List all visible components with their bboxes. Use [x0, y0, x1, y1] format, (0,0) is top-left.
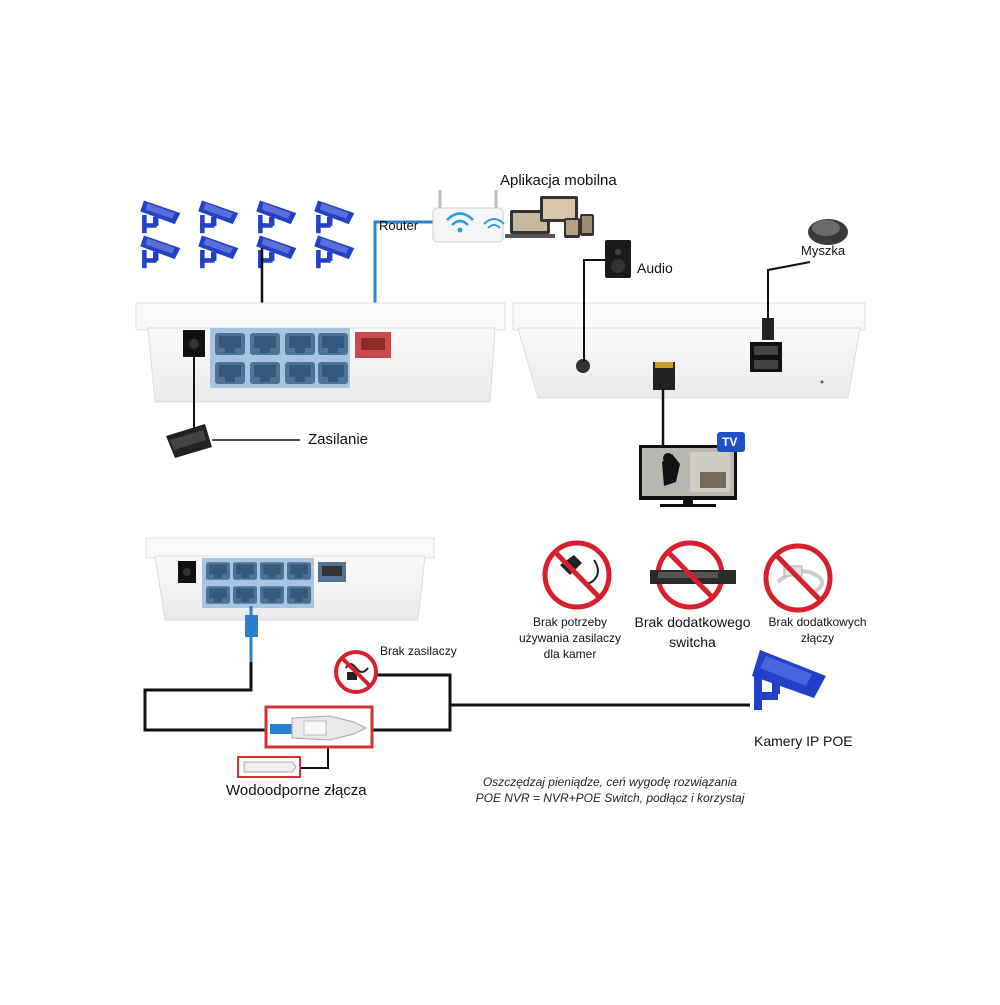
- router-cable: [373, 220, 433, 318]
- power-adapter-icon: [166, 424, 212, 458]
- label-line: złączy: [800, 631, 835, 645]
- nvr-box-rear: [135, 302, 506, 403]
- no-connectors-label: Brak dodatkowych złączy: [755, 614, 880, 646]
- audio-label: Audio: [637, 260, 673, 276]
- wifi-router-icon: [432, 190, 504, 243]
- ip-camera-icon: [140, 200, 181, 234]
- footer-line: Oszczędzaj pieniądze, ceń wygodę rozwiąz…: [482, 775, 738, 789]
- no-adapter-wire: [375, 673, 452, 705]
- ip-camera-icon: [198, 235, 239, 269]
- rj45-plug-blue-icon: [245, 615, 258, 637]
- no-switch-label: Brak dodatkowego switcha: [625, 612, 760, 652]
- label-line: Brak dodatkowego: [634, 614, 751, 630]
- speaker-icon: [605, 240, 631, 278]
- usb-plug-icon: [762, 318, 774, 340]
- connector-small-box: [237, 756, 301, 778]
- nvr-box-bottom: [145, 537, 435, 621]
- no-switch-sign: [650, 540, 736, 610]
- hdmi-plug-icon: [653, 362, 675, 390]
- tv-badge-label: TV: [722, 435, 738, 449]
- ip-camera-icon: [314, 235, 355, 269]
- no-camera-adapters-sign: [542, 540, 612, 610]
- footer-line: POE NVR = NVR+POE Switch, podłącz i korz…: [475, 791, 745, 805]
- power-label: Zasilanie: [308, 431, 369, 448]
- mouse-cable: [767, 261, 811, 320]
- waterproof-label: Wodoodporne złącza: [226, 782, 367, 799]
- audio-port: [576, 359, 590, 373]
- label-line: Brak potrzeby: [532, 615, 608, 629]
- ip-camera-icon: [314, 200, 355, 234]
- no-camera-adapters-label: Brak potrzeby używania zasilaczy dla kam…: [500, 614, 640, 662]
- ip-camera-icon: [256, 200, 297, 234]
- mouse-label: Myszka: [801, 243, 846, 258]
- label-line: używania zasilaczy: [518, 631, 622, 645]
- ip-cameras-label: Kamery IP POE: [754, 733, 853, 749]
- no-adapter-sign-icon: [334, 650, 378, 694]
- ip-poe-camera-icon: [752, 650, 826, 710]
- devices-icon: [505, 196, 594, 238]
- waterproof-connector-box: [264, 705, 374, 749]
- no-connectors-sign: [763, 543, 833, 613]
- label-line: Brak dodatkowych: [768, 615, 867, 629]
- ip-camera-icon: [198, 200, 239, 234]
- router-label: Router: [379, 218, 419, 233]
- footer-note: Oszczędzaj pieniądze, ceń wygodę rozwiąz…: [440, 774, 780, 806]
- tv-icon: [639, 445, 737, 507]
- ip-camera-icon: [140, 235, 181, 269]
- mobile-app-label: Aplikacja mobilna: [500, 172, 617, 189]
- audio-cable: [583, 259, 605, 362]
- tv-badge: [717, 432, 745, 452]
- no-adapters-label: Brak zasilaczy: [380, 644, 457, 658]
- label-line: switcha: [669, 634, 716, 650]
- poe-wire-left: [143, 662, 270, 732]
- label-line: dla kamer: [543, 647, 597, 661]
- poe-wire-right: [370, 703, 750, 732]
- wifi-signal-icon: [483, 218, 505, 229]
- camera-grid: [140, 200, 355, 269]
- nvr-box-rear-right: [512, 302, 866, 399]
- mouse-icon: [808, 219, 848, 245]
